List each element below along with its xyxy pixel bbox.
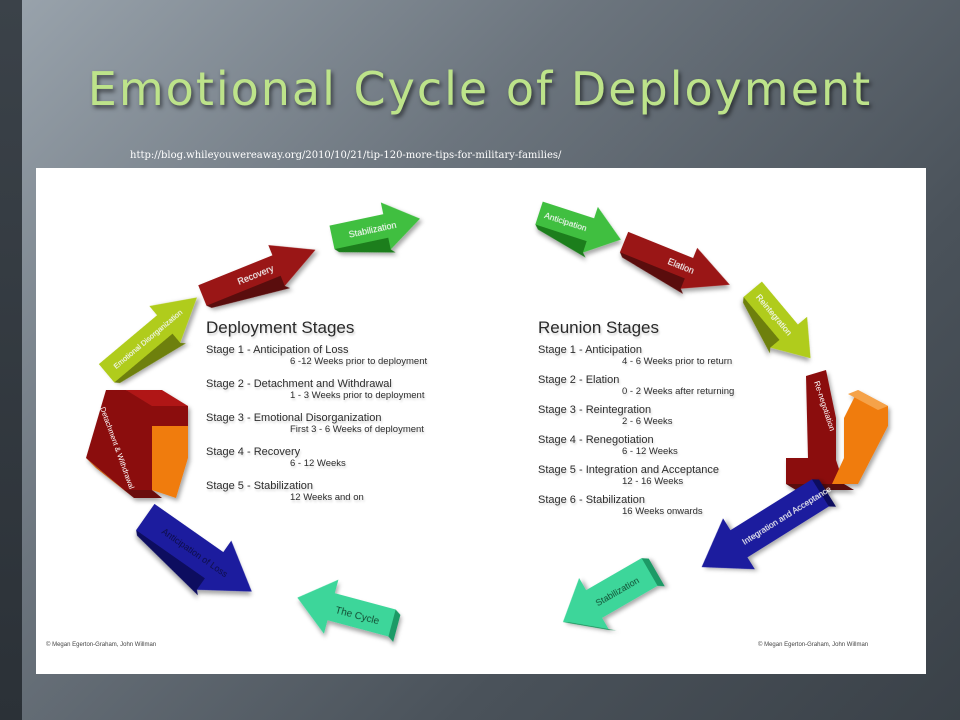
copyright-right: © Megan Egerton-Graham, John Willman xyxy=(758,642,869,648)
source-url[interactable]: http://blog.whileyouwereaway.org/2010/10… xyxy=(130,150,562,161)
deployment-stage-3: Stage 3 - Emotional Disorganization Firs… xyxy=(206,412,424,435)
slide-left-bar xyxy=(0,0,22,720)
arrow-the-cycle: The Cycle xyxy=(297,579,401,642)
deployment-stage-4: Stage 4 - Recovery 6 - 12 Weeks xyxy=(206,446,346,469)
diagram-panel: Stabilization Recovery Emotional Disorga… xyxy=(36,168,926,674)
arrow-emotional-disorganization: Emotional Disorganization xyxy=(98,297,197,383)
arrow-elation: Elation xyxy=(619,231,730,294)
deployment-stage-1: Stage 1 - Anticipation of Loss 6 -12 Wee… xyxy=(206,344,428,367)
deployment-stages: Deployment Stages Stage 1 - Anticipation… xyxy=(206,318,496,514)
reunion-stage-3: Stage 3 - Reintegration 2 - 6 Weeks xyxy=(538,404,673,427)
arrow-detachment: Detachment & Withdrawal xyxy=(86,390,188,498)
arrow-recovery: Recovery xyxy=(198,245,316,308)
reunion-stage-4: Stage 4 - Renegotiation 6 - 12 Weeks xyxy=(538,434,678,457)
arrow-reintegration: Reintegration xyxy=(743,281,811,359)
reunion-heading: Reunion Stages xyxy=(538,318,659,337)
reunion-stage-5: Stage 5 - Integration and Acceptance 12 … xyxy=(538,464,720,487)
copyright-left: © Megan Egerton-Graham, John Willman xyxy=(46,642,157,648)
arrow-stabilization-top: Stabilization xyxy=(329,202,421,253)
deployment-stage-5: Stage 5 - Stabilization 12 Weeks and on xyxy=(206,480,364,503)
reunion-stage-2: Stage 2 - Elation 0 - 2 Weeks after retu… xyxy=(538,374,735,397)
arrow-anticipation: Anticipation xyxy=(535,201,621,258)
arrow-renegotiation: Re-negotiation xyxy=(786,370,888,490)
slide-title: Emotional Cycle of Deployment xyxy=(87,62,873,116)
deployment-heading: Deployment Stages xyxy=(206,318,355,337)
cycle-arrows: Stabilization Recovery Emotional Disorga… xyxy=(86,201,888,642)
reunion-stage-1: Stage 1 - Anticipation 4 - 6 Weeks prior… xyxy=(538,344,733,367)
deployment-stage-2: Stage 2 - Detachment and Withdrawal 1 - … xyxy=(206,378,425,401)
reunion-stage-6: Stage 6 - Stabilization 16 Weeks onwards xyxy=(538,494,703,517)
reunion-stages: Reunion Stages Stage 1 - Anticipation 4 … xyxy=(538,318,798,524)
arrow-stabilization-bottom: Stabilization xyxy=(562,558,665,631)
